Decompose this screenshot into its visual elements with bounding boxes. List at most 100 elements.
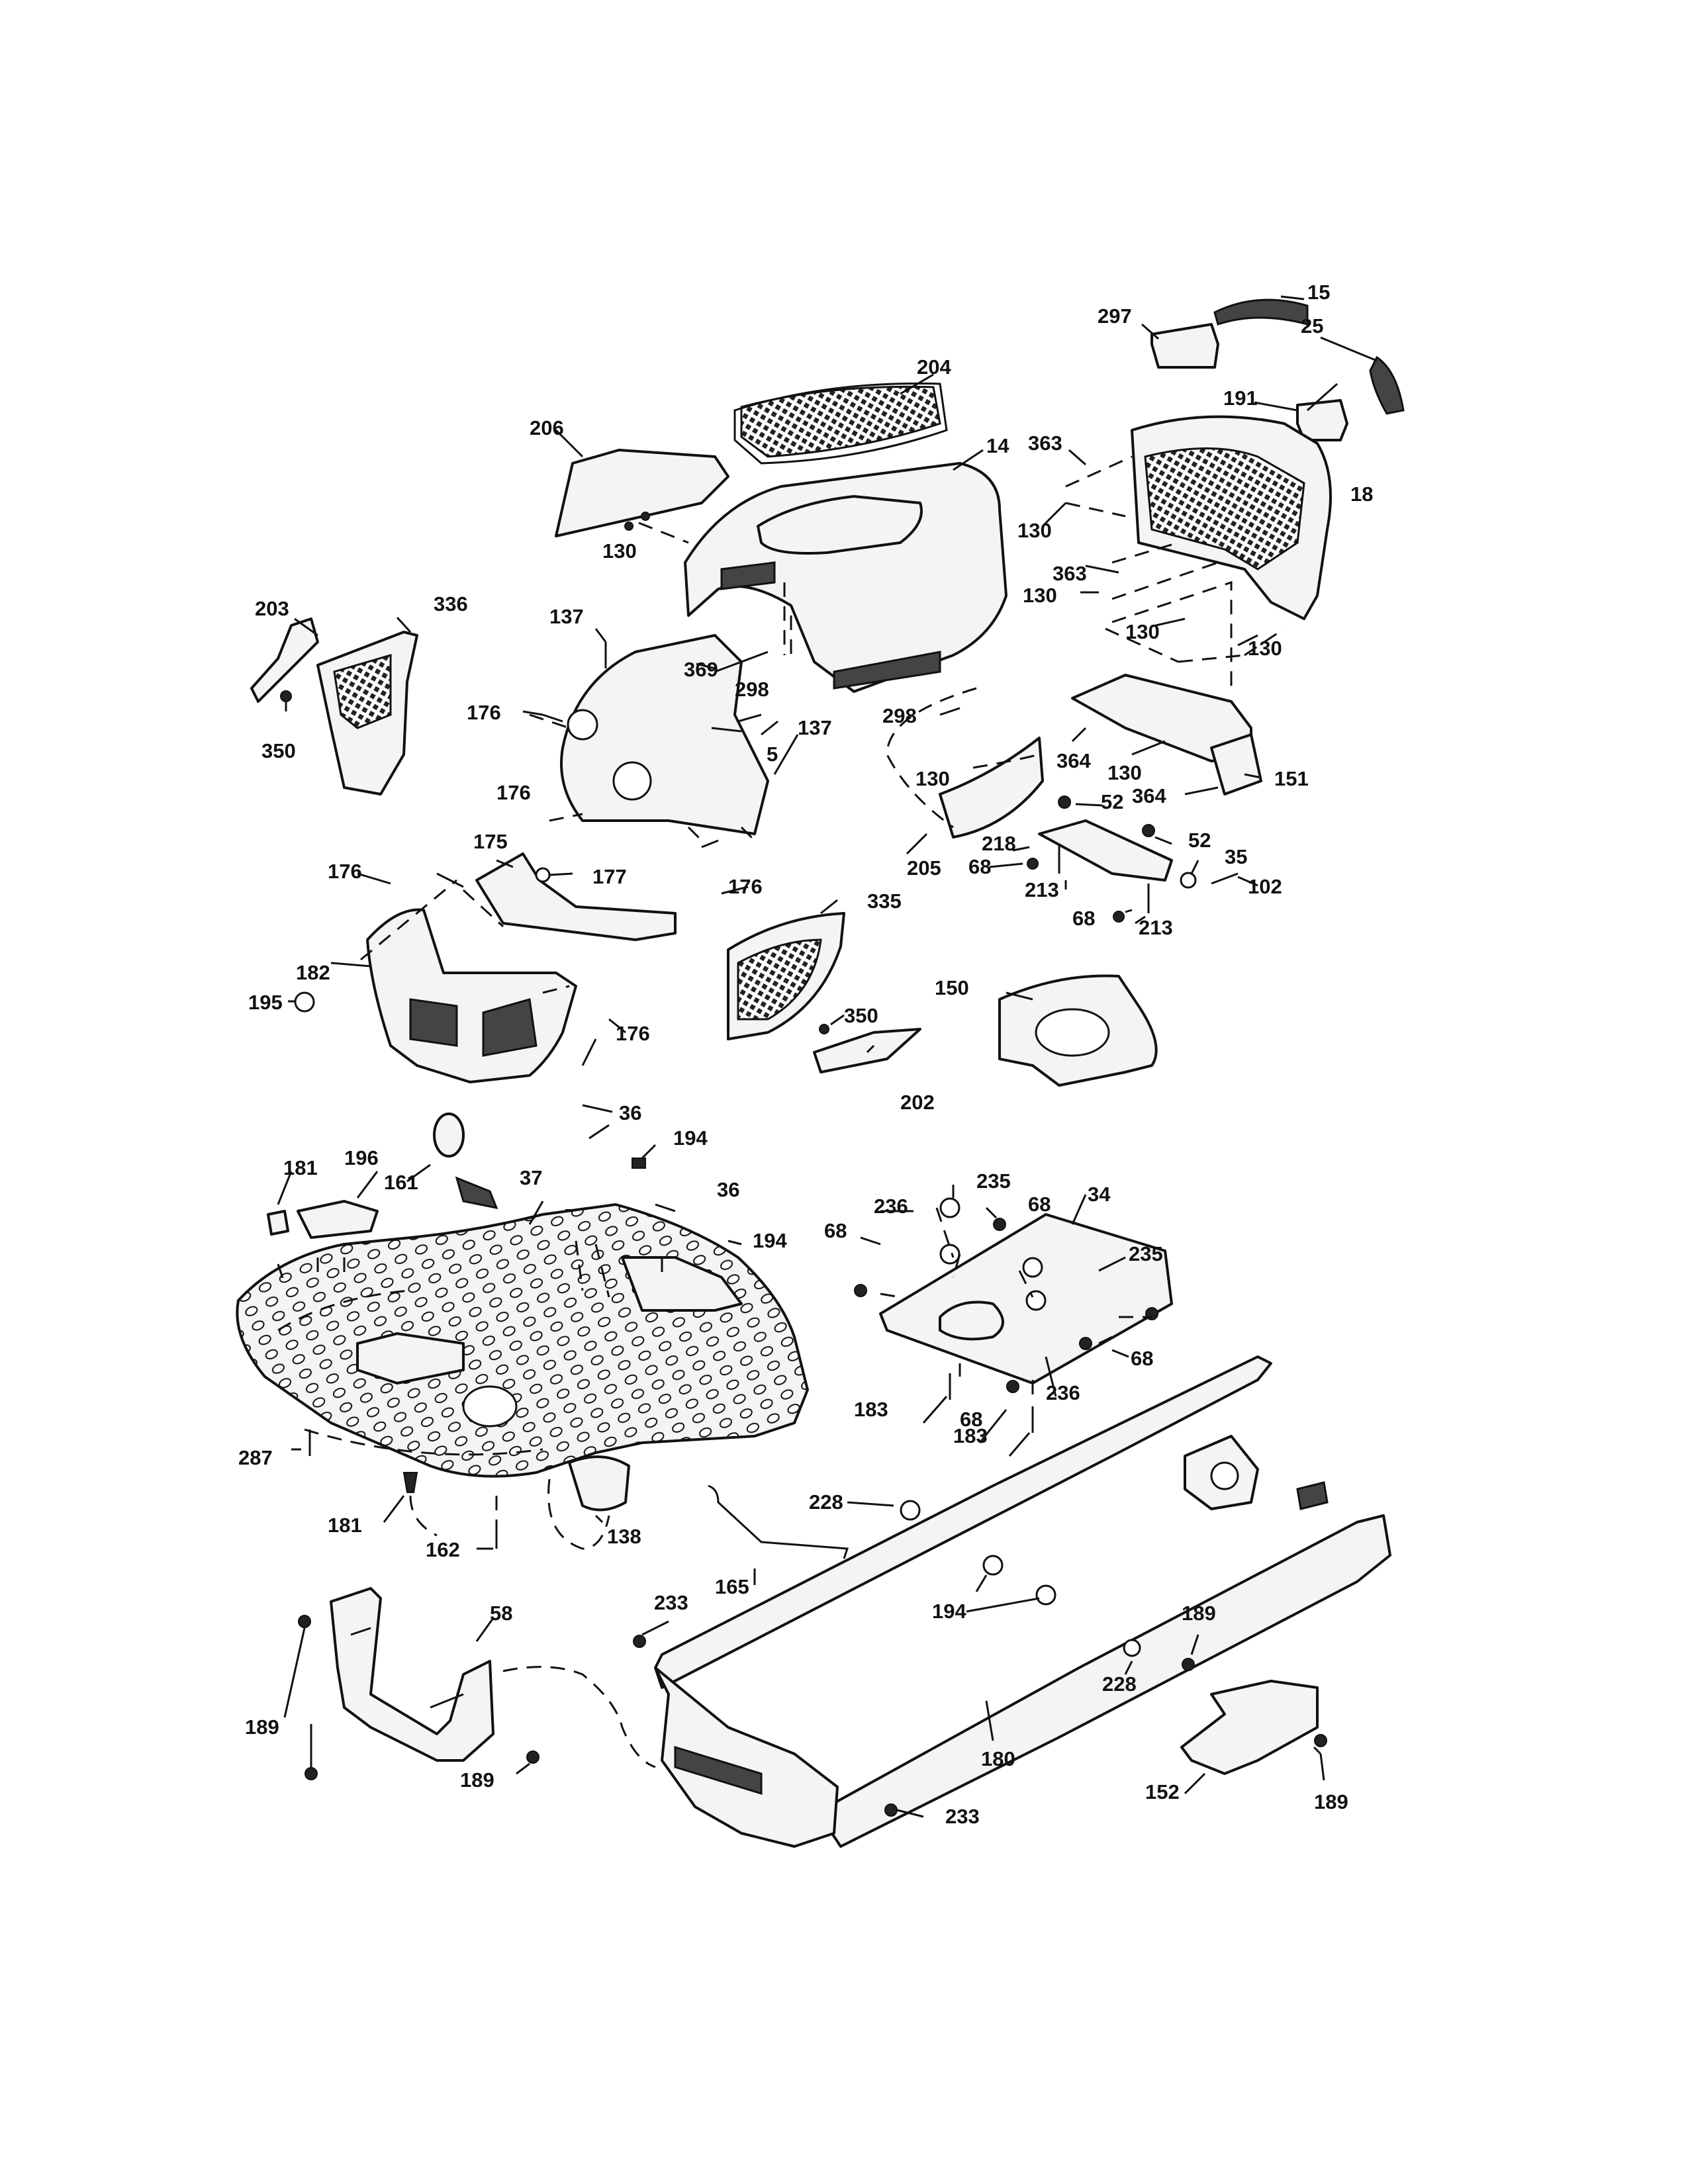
callout-228b: 228 [1102, 1672, 1137, 1696]
part-191-insert [1296, 399, 1348, 441]
callout-364a: 364 [1056, 749, 1091, 772]
callout-236b: 236 [1046, 1381, 1080, 1404]
part-37-opening [621, 1256, 743, 1312]
callout-176a: 176 [467, 701, 501, 724]
callout-36b: 36 [717, 1178, 739, 1201]
callout-363a: 363 [1028, 432, 1062, 455]
leader-dash-138 [547, 1479, 610, 1550]
callout-151: 151 [1274, 767, 1309, 790]
callout-130a: 130 [1017, 519, 1052, 542]
hardware-189 [526, 1751, 539, 1764]
callout-336: 336 [434, 592, 468, 615]
hardware-235 [939, 1197, 961, 1218]
callout-15: 15 [1307, 281, 1330, 304]
hardware-195 [294, 991, 315, 1013]
part-161-lens [455, 1176, 498, 1210]
callout-363b: 363 [1053, 562, 1087, 585]
callout-130e: 130 [1248, 637, 1282, 660]
callout-130d: 130 [1125, 620, 1160, 643]
hardware-35 [1180, 872, 1197, 889]
hardware-213 [1058, 844, 1150, 913]
callout-196: 196 [344, 1146, 379, 1169]
hardware-194 [1035, 1584, 1056, 1606]
part-180-frame-front [654, 1666, 839, 1848]
callout-183b: 183 [953, 1424, 988, 1447]
hardware-194 [632, 1158, 646, 1169]
callout-194b: 194 [753, 1229, 787, 1252]
callout-130b: 130 [602, 539, 637, 563]
callout-177: 177 [592, 865, 627, 888]
guide-dash-top [638, 430, 1285, 695]
part-204-frame [733, 383, 948, 465]
hardware-233 [633, 1635, 646, 1648]
part-206-bracket [555, 449, 729, 537]
part-58-bracket [330, 1587, 494, 1762]
hardware-236 [939, 1244, 961, 1265]
callout-52a: 52 [1101, 790, 1123, 813]
part-205-panel [939, 737, 1044, 839]
hardware-68 [854, 1284, 867, 1297]
part-25-badge [1369, 355, 1405, 415]
callout-335: 335 [867, 889, 902, 913]
leaders [277, 295, 1378, 1818]
hardware-52 [1142, 824, 1155, 837]
callout-176c: 176 [728, 875, 763, 898]
callout-138: 138 [607, 1525, 641, 1548]
callout-181b: 181 [328, 1514, 362, 1537]
part-180-frame-rail-2 [826, 1514, 1391, 1848]
leader-dash-58 [502, 1666, 656, 1768]
callout-181a: 181 [283, 1156, 318, 1179]
hardware-350 [819, 1024, 829, 1034]
part-196-plate [297, 1200, 379, 1239]
callout-235a: 235 [976, 1169, 1011, 1193]
part-335-mesh [737, 938, 822, 1021]
callout-205: 205 [907, 856, 941, 880]
callout-34: 34 [1088, 1183, 1111, 1206]
hardware-181 [402, 1472, 418, 1493]
hardware-130 [624, 522, 633, 531]
callout-191: 191 [1223, 387, 1258, 410]
callout-130g: 130 [915, 767, 950, 790]
callout-162: 162 [426, 1538, 460, 1561]
hardware-68 [1027, 858, 1039, 870]
hardware-177 [535, 867, 551, 883]
callout-203: 203 [255, 597, 289, 620]
callout-182: 182 [296, 961, 330, 984]
callout-68d: 68 [824, 1219, 847, 1242]
hardware-68 [1079, 1337, 1092, 1350]
callout-195: 195 [248, 991, 283, 1014]
part-14-opening [757, 495, 923, 555]
part-14-vents [720, 561, 941, 690]
leader-dash-181-162 [409, 1495, 498, 1537]
hardware-183 [949, 1373, 1034, 1433]
callout-130f: 130 [1107, 761, 1142, 784]
callout-176b: 176 [496, 781, 531, 804]
part-336-mesh [333, 653, 392, 729]
callout-68c: 68 [1028, 1193, 1051, 1216]
part-182-opening [409, 998, 538, 1057]
callout-189b: 189 [245, 1715, 279, 1739]
callout-35: 35 [1225, 845, 1247, 868]
callout-194c: 194 [932, 1600, 966, 1623]
hardware-189 [305, 1767, 318, 1780]
hardware-68 [993, 1218, 1006, 1231]
callout-233a: 233 [654, 1591, 688, 1614]
hardware-189 [1314, 1734, 1327, 1747]
callout-206: 206 [530, 416, 564, 439]
callout-150: 150 [935, 976, 969, 999]
callout-152: 152 [1145, 1780, 1180, 1803]
callout-233b: 233 [945, 1805, 980, 1828]
part-180-frame-front-face [674, 1745, 763, 1796]
part-180-axle-hole [1210, 1461, 1239, 1490]
callout-189d: 189 [1314, 1790, 1348, 1813]
part-138-grommet [568, 1455, 630, 1512]
part-137-pin [604, 642, 762, 723]
callout-213a: 213 [1025, 878, 1059, 901]
callout-180: 180 [981, 1747, 1015, 1770]
callout-176d: 176 [328, 860, 362, 883]
callout-68b: 68 [1072, 907, 1095, 930]
callout-350b: 350 [844, 1004, 878, 1027]
hardware-228 [900, 1500, 921, 1521]
part-218-bracket [1038, 819, 1173, 882]
callout-297: 297 [1098, 304, 1132, 328]
